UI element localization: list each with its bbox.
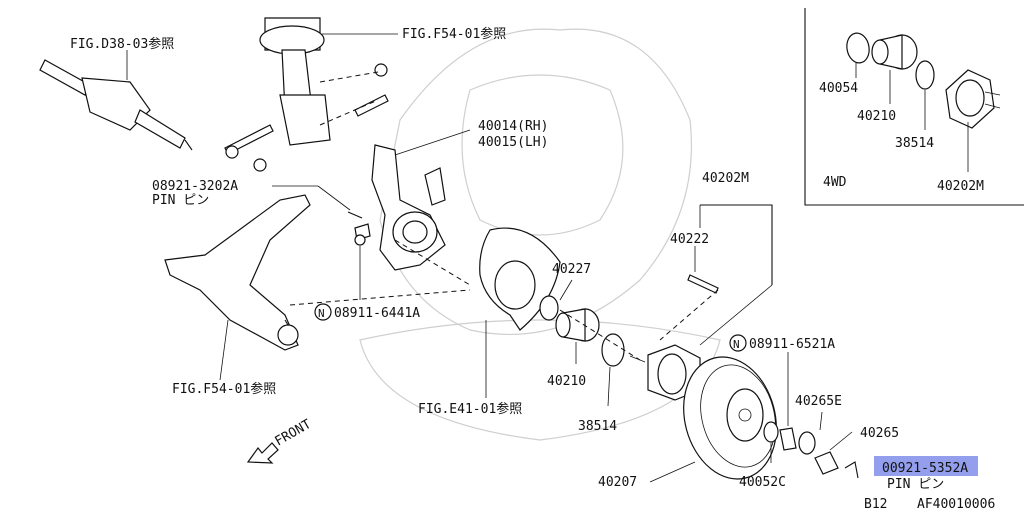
front-label: FRONT [273,417,315,450]
label-fig-f54-bottom: FIG.F54-01参照 [172,381,276,397]
lock-nut-40265 [814,451,839,475]
figure-id: AF40010006 [917,497,995,510]
inset-drive-label: 4WD [823,175,847,190]
inset-label-40210: 40210 [857,109,896,124]
axle-nut-08911-6521a [779,427,797,451]
label-nut-40265: 40265 [860,426,899,441]
n-mark-1: N [318,307,325,320]
label-pin-bottom-number[interactable]: 00921-5352A [882,461,968,476]
label-fig-d38: FIG.D38-03参照 [70,36,174,52]
label-bolt-40222: 40222 [670,232,709,247]
label-seal-40227: 40227 [552,262,591,277]
label-pin-bottom-name: PIN ピン [887,477,944,492]
label-pin-top-number: 08921-3202A [152,179,238,194]
snap-ring-38514 [601,333,625,367]
nut-08911-6441a [354,234,366,246]
label-hub-40202m: 40202M [702,171,749,186]
grease-cap-40054 [846,32,870,64]
label-nut-08911-6441a: 08911-6441A [334,306,420,321]
drive-shaft [39,59,193,151]
label-bearing-40210: 40210 [547,374,586,389]
label-washer-40052c: 40052C [739,475,786,490]
brake-rotor-40207 [683,356,777,480]
label-fig-f54-top: FIG.F54-01参照 [402,26,506,42]
label-rotor-40207: 40207 [598,475,637,490]
lower-control-arm [164,194,311,351]
inset-4wd-box: 40054 40210 38514 40202M 4WD [804,8,1024,206]
strut-assembly [259,17,331,146]
n-mark-icon [314,303,332,321]
front-direction-arrow [246,442,279,464]
inset-label-38514: 38514 [895,136,934,151]
oil-seal-40227 [539,295,559,321]
cotter-pin-bottom [844,461,859,479]
steering-knuckle [371,144,446,271]
strut-bolts [224,63,389,172]
bearing-40210 [555,308,600,342]
n-mark-icon [729,334,747,352]
label-nut-08911-6521a: 08911-6521A [749,337,835,352]
washer-40265e [798,431,816,455]
label-washer-40265e: 40265E [795,394,842,409]
label-pin-top-name: PIN ピン [152,193,209,208]
inset-hub-40202m [945,69,1001,129]
part-number-highlight[interactable] [874,456,978,476]
label-knuckle-rh: 40014(RH) [478,119,548,134]
inset-snap-ring-38514 [915,60,935,90]
label-ring-38514: 38514 [578,419,617,434]
inset-label-40202m: 40202M [937,179,984,194]
label-fig-e41: FIG.E41-01参照 [418,401,522,417]
inset-label-40054: 40054 [819,81,858,96]
label-knuckle-lh: 40015(LH) [478,135,548,150]
page-code: B12 [864,497,887,510]
hub-bolt-40222 [687,274,719,294]
n-mark-2: N [733,338,740,351]
washer-40052c [763,421,779,443]
inset-bearing-40210 [871,34,918,70]
cotter-pin-top [347,211,363,219]
